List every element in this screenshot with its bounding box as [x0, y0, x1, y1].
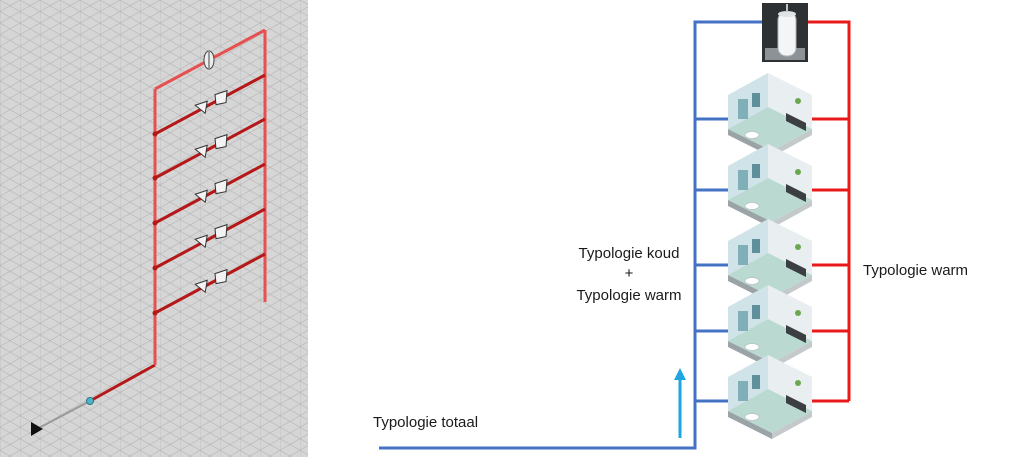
- iso-tap-icon: [214, 133, 228, 150]
- room-base-left: [728, 200, 772, 228]
- iso-branch-pipe: [154, 73, 266, 136]
- water-heater-icon: [762, 3, 808, 62]
- bathroom-room-icon: [728, 355, 812, 439]
- flow-arrow-icon: [674, 368, 686, 438]
- iso-meter-icon: [86, 397, 94, 405]
- room-cabinet: [786, 184, 806, 202]
- heater-top: [778, 11, 796, 17]
- room-floor: [728, 178, 812, 222]
- room-bathtub: [744, 131, 760, 139]
- iso-pipe-network: [31, 28, 267, 436]
- warm-riser-pipe: [808, 20, 851, 401]
- room-mirror: [752, 164, 760, 178]
- room-plant: [795, 244, 801, 250]
- room-cabinet: [786, 395, 806, 413]
- room-floor: [728, 319, 812, 363]
- room-wall-right: [768, 285, 812, 341]
- iso-branch-joint: [152, 175, 158, 181]
- room-base-right: [772, 411, 812, 439]
- isometric-pipe-schematic: [0, 0, 308, 457]
- label-typology-cold: Typologie koud: [578, 245, 680, 262]
- room-wall-right: [768, 144, 812, 200]
- room-floor: [728, 107, 812, 151]
- bathroom-room-icon: [728, 73, 812, 157]
- iso-fixture-icon: [194, 279, 208, 294]
- room-bathtub: [744, 343, 760, 351]
- iso-branch-pipe: [154, 252, 266, 315]
- room-window: [738, 311, 748, 331]
- isometric-grid: [0, 0, 308, 457]
- bathroom-room-icon: [728, 144, 812, 228]
- iso-branch-pipe: [154, 207, 266, 270]
- room-cabinet: [786, 325, 806, 343]
- room-mirror: [752, 375, 760, 389]
- heater-tank: [777, 11, 797, 57]
- room-plant: [795, 380, 801, 386]
- room-mirror: [752, 239, 760, 253]
- cold-supply-pipe: [379, 20, 762, 450]
- label-plus: +: [624, 265, 634, 282]
- room-window: [738, 245, 748, 265]
- iso-tap-icon: [214, 268, 228, 285]
- room-plant: [795, 98, 801, 104]
- room-bathtub: [744, 277, 760, 285]
- iso-branch-joint: [152, 131, 158, 137]
- iso-supply-line: [34, 400, 91, 431]
- room-window: [738, 99, 748, 119]
- iso-branch-pipe: [154, 117, 266, 180]
- room-plant: [795, 310, 801, 316]
- bathroom-room-icon: [728, 285, 812, 369]
- room-bathtub: [744, 202, 760, 210]
- flow-arrow-head: [674, 368, 686, 380]
- room-base-left: [728, 411, 772, 439]
- room-plant: [795, 169, 801, 175]
- bathroom-units: [728, 73, 812, 439]
- room-floor: [728, 253, 812, 297]
- room-mirror: [752, 93, 760, 107]
- label-typology-warm-combined: Typologie warm: [576, 287, 682, 304]
- room-bathtub: [744, 413, 760, 421]
- iso-branch-pipe: [154, 162, 266, 225]
- room-base-right: [772, 129, 812, 157]
- iso-fixture-icon: [194, 100, 208, 115]
- room-window: [738, 381, 748, 401]
- iso-tap-icon: [214, 223, 228, 240]
- room-floor: [728, 389, 812, 433]
- iso-tap-icon: [214, 89, 228, 106]
- iso-fixture-icon: [194, 189, 208, 204]
- label-typology-warm: Typologie warm: [863, 262, 969, 279]
- room-window: [738, 170, 748, 190]
- iso-fixture-icon: [194, 234, 208, 249]
- iso-branch-joint: [152, 310, 158, 316]
- room-cabinet: [786, 259, 806, 277]
- iso-pipe-horizontal: [89, 363, 156, 403]
- room-wall-right: [768, 219, 812, 275]
- label-typology-total: Typologie totaal: [373, 414, 479, 431]
- room-base-right: [772, 200, 812, 228]
- iso-branch-joint: [152, 220, 158, 226]
- room-wall-right: [768, 73, 812, 129]
- room-mirror: [752, 305, 760, 319]
- iso-fixture-icon: [194, 144, 208, 159]
- iso-branch-joint: [152, 265, 158, 271]
- iso-start-icon: [31, 422, 43, 436]
- room-wall-right: [768, 355, 812, 411]
- room-cabinet: [786, 113, 806, 131]
- iso-tap-icon: [214, 178, 228, 195]
